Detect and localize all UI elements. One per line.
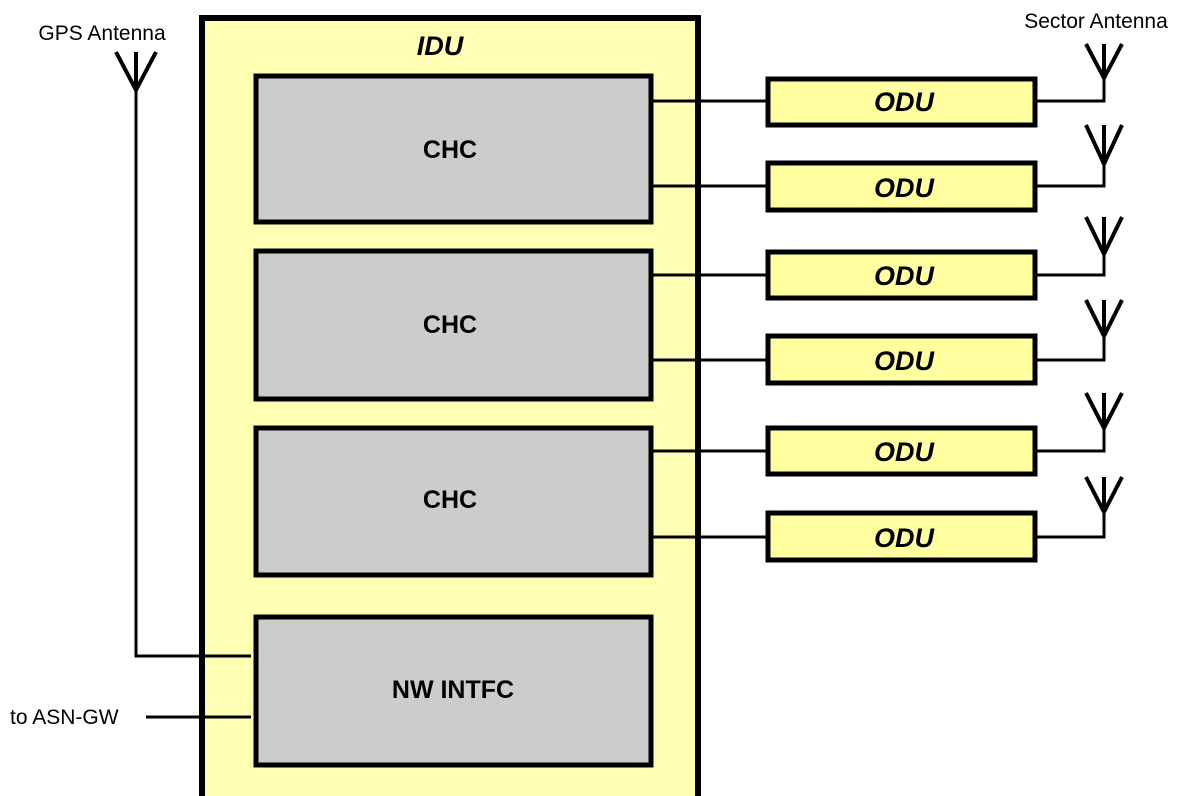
odu-label: ODU [874, 261, 936, 291]
odu-antenna-wire [1035, 512, 1106, 539]
chc-label: CHC [423, 136, 477, 164]
odu-box [765, 249, 1038, 301]
odu-antenna-wire [1035, 78, 1106, 103]
sector-antenna-label: Sector Antenna [1024, 10, 1168, 33]
sector-antenna-icon [1084, 43, 1124, 83]
gps-antenna-icon [114, 51, 158, 95]
odu-unit: ODU [765, 160, 1038, 213]
odu-label: ODU [874, 346, 936, 376]
odu-box [765, 76, 1038, 128]
odu-unit: ODU [765, 76, 1038, 128]
idu-title: IDU [417, 31, 465, 61]
nw-intfc-box [253, 614, 654, 768]
odu-label: ODU [874, 523, 936, 553]
odu-antenna-wire [1035, 254, 1106, 277]
odu-unit: ODU [765, 249, 1038, 301]
odu-label: ODU [874, 173, 936, 203]
chc-module: CHC [253, 73, 654, 225]
sector-antenna-icon [1084, 392, 1124, 433]
sector-antenna-icon [1084, 124, 1124, 169]
odu-label: ODU [874, 87, 936, 117]
odu-antenna-wire [1035, 428, 1106, 453]
gps-wire [134, 90, 251, 658]
gps-antenna-label: GPS Antenna [38, 22, 166, 45]
odu-antenna-wire [1035, 336, 1106, 362]
chc-odu-wires [651, 99, 768, 539]
odu-antenna-wire [1035, 164, 1106, 188]
chc-module-box [253, 248, 654, 402]
chc-module: CHC [253, 248, 654, 402]
odu-box [765, 510, 1038, 563]
chc-label: CHC [423, 311, 477, 339]
odu-label: ODU [874, 437, 936, 467]
chc-module-box [253, 425, 654, 578]
chc-label: CHC [423, 486, 477, 514]
odu-box [765, 333, 1038, 386]
nw-intfc-label: NW INTFC [392, 676, 514, 704]
nw-intfc-module: NW INTFC [253, 614, 654, 768]
odu-unit: ODU [765, 510, 1038, 563]
odu-unit: ODU [765, 425, 1038, 477]
chc-module-box [253, 73, 654, 225]
to-asn-gw-label: to ASN-GW [10, 706, 119, 729]
sector-antenna-icon [1084, 299, 1124, 341]
odu-box [765, 160, 1038, 213]
gps-antenna-group [114, 51, 251, 658]
odu-box [765, 425, 1038, 477]
sector-antenna-icon [1084, 476, 1124, 517]
sector-antenna-icon [1084, 216, 1124, 259]
sector-antennas [1035, 43, 1124, 539]
chc-module: CHC [253, 425, 654, 578]
odu-unit: ODU [765, 333, 1038, 386]
